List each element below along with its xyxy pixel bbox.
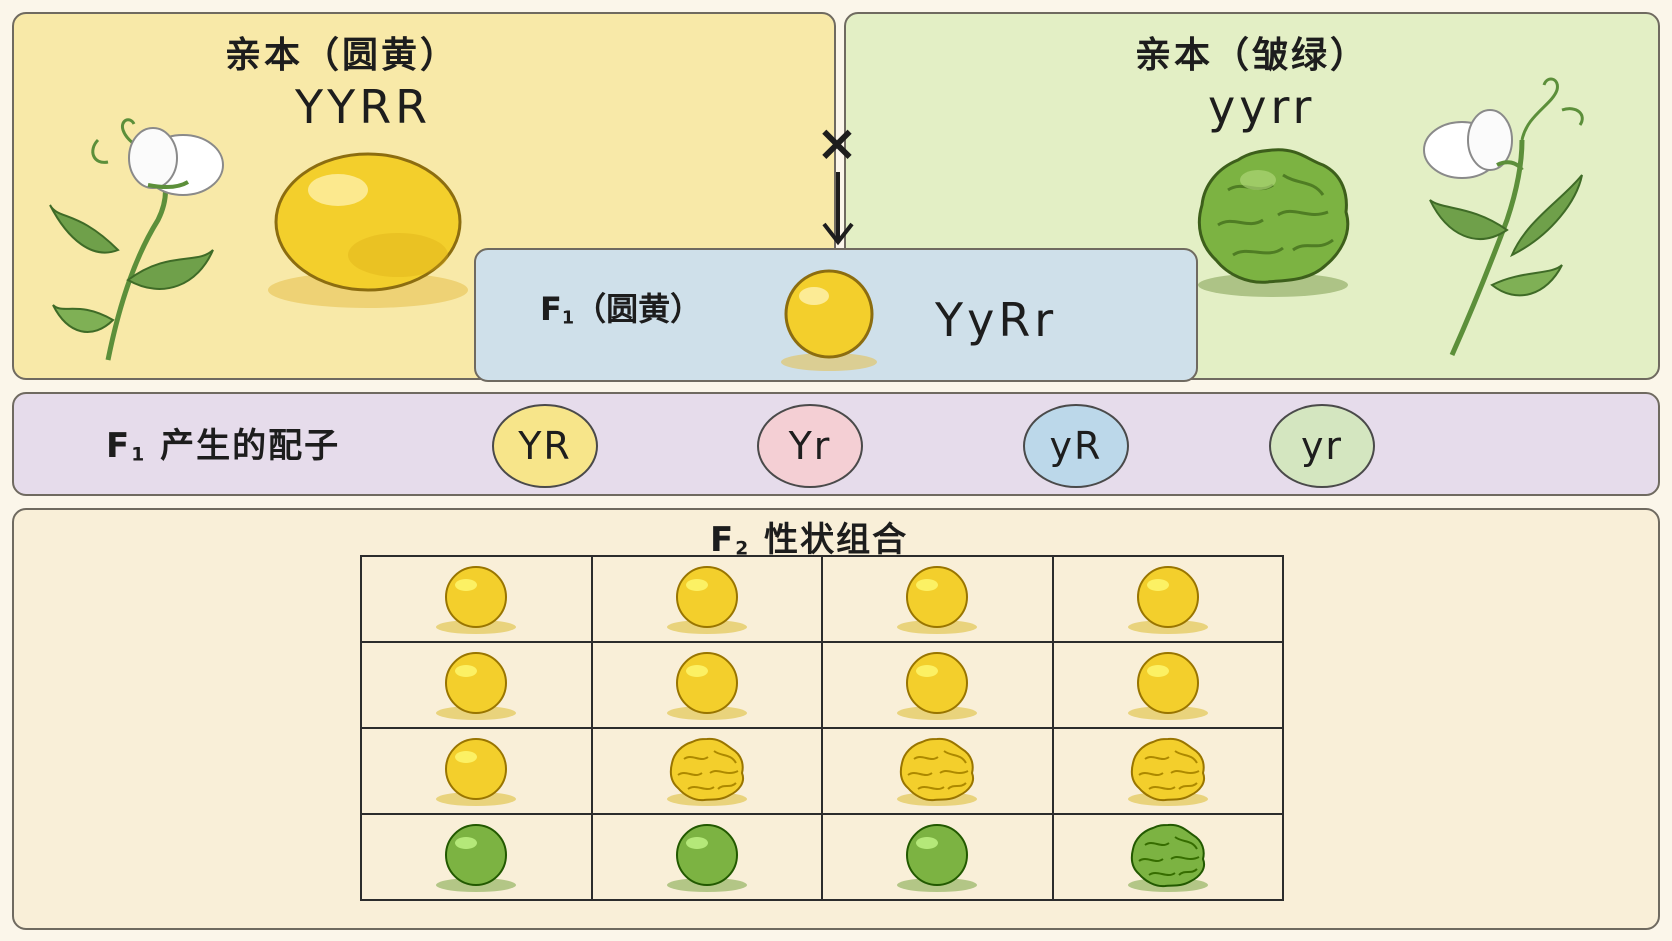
grid-cell [590,727,823,815]
wrinkled-yellow-seed-icon [666,737,747,806]
gamete-yr-dominant: YR [492,404,598,488]
round-green-seed-icon [436,824,517,892]
parent-left-genotype: YYRR [295,80,432,134]
grid-cell [360,555,593,643]
round-yellow-seed-icon [897,652,978,720]
grid-cell [1051,727,1284,815]
f2-title: F2 性状组合 [710,520,909,560]
round-yellow-seed-icon [666,652,747,720]
grid-cell [821,813,1054,901]
grid-cell [590,813,823,901]
round-yellow-seed-icon [1127,652,1208,720]
f2-punnett-grid [360,555,1284,901]
round-yellow-seed-icon [897,566,978,634]
f1-genotype: YyRr [935,293,1058,347]
table-row [360,641,1284,729]
pea-plant-icon [49,118,224,361]
wrinkled-yellow-seed-icon [1127,737,1208,806]
grid-cell [1051,641,1284,729]
table-row [360,727,1284,815]
gamete-yr-recessive: yr [1269,404,1375,488]
grid-cell [821,555,1054,643]
pea-plant-icon [1423,77,1584,357]
round-yellow-seed-icon [436,652,517,720]
table-row [360,813,1284,901]
grid-cell [1051,813,1284,901]
round-yellow-seed-icon [436,566,517,634]
grid-cell [590,555,823,643]
f1-title: F1（圆黄） [540,290,703,329]
gamete-y-dominant-r-recessive: Yr [757,404,863,488]
parent-left-title: 亲本（圆黄） [225,35,460,76]
gametes-title: F1 产生的配子 [106,426,341,466]
grid-cell [590,641,823,729]
parent-right-title: 亲本（皱绿） [1135,35,1370,76]
cross-symbol: × [816,114,858,172]
down-arrow-icon [822,172,854,246]
grid-cell [360,727,593,815]
round-yellow-seed-icon [666,566,747,634]
round-yellow-seed-icon [1127,566,1208,634]
round-yellow-seed-icon [781,269,877,371]
round-green-seed-icon [666,824,747,892]
round-green-seed-icon [897,824,978,892]
gamete-y-recessive-r-dominant: yR [1023,404,1129,488]
round-yellow-seed-icon [436,738,517,806]
parent-right-genotype: yyrr [1208,80,1316,134]
grid-cell [360,813,593,901]
wrinkled-green-seed-icon [1127,823,1208,892]
grid-cell [821,641,1054,729]
grid-cell [1051,555,1284,643]
wrinkled-yellow-seed-icon [897,737,978,806]
grid-cell [821,727,1054,815]
round-yellow-seed-icon [268,152,468,308]
wrinkled-green-seed-icon [1197,148,1350,297]
table-row [360,555,1284,643]
grid-cell [360,641,593,729]
